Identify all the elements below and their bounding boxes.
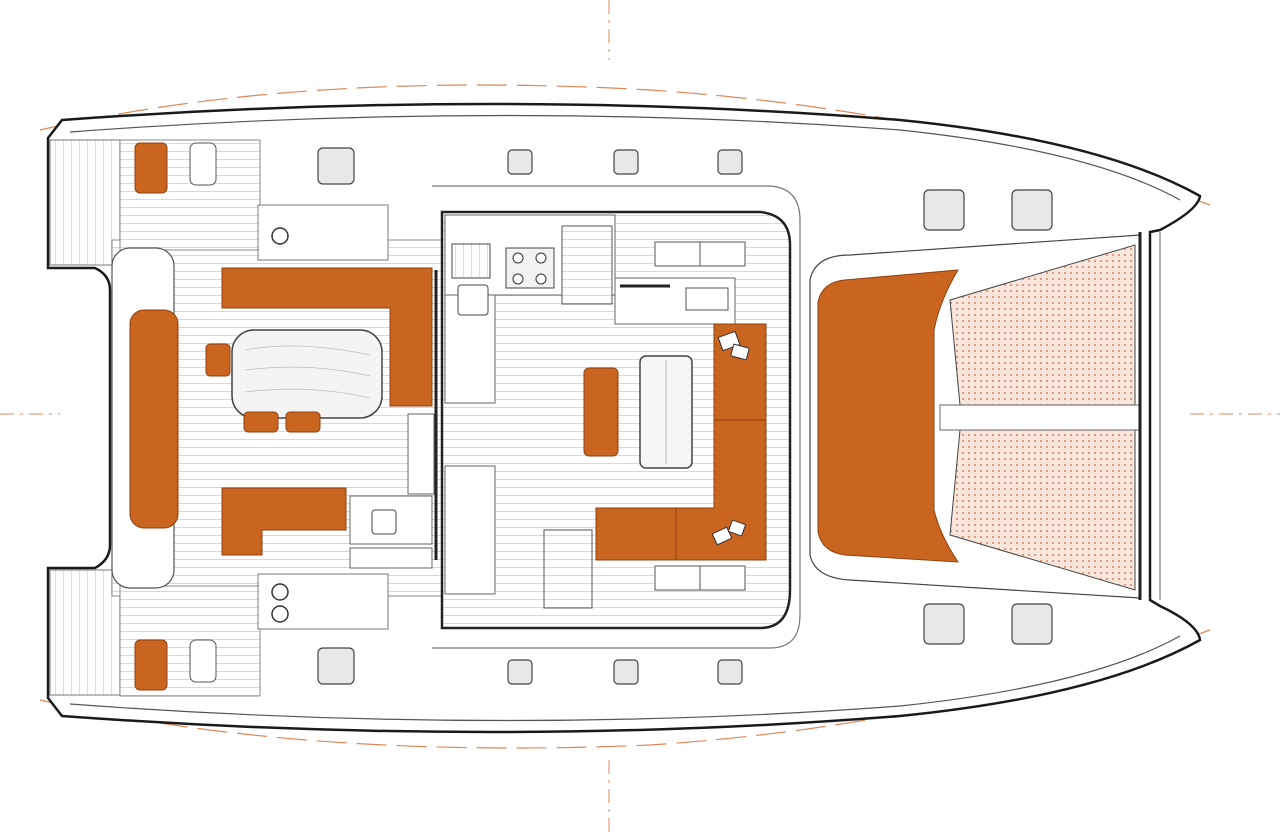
galley-sink bbox=[451, 243, 491, 279]
pillow-2 bbox=[730, 343, 750, 361]
saloon-door bbox=[407, 413, 435, 495]
winch-port-2 bbox=[271, 605, 289, 623]
cabin-roof-outline bbox=[432, 185, 801, 649]
helm-console-starboard bbox=[189, 142, 217, 186]
burner-icons bbox=[512, 252, 547, 285]
cockpit-stool-1 bbox=[205, 343, 231, 377]
saloon-sofa bbox=[595, 323, 767, 561]
cockpit-stool-3 bbox=[285, 411, 321, 433]
transom-step-starboard bbox=[49, 139, 121, 266]
cockpit-stool-2 bbox=[243, 411, 279, 433]
foredeck-sunbed bbox=[817, 269, 959, 563]
cockpit-table-grain bbox=[244, 345, 371, 399]
winch-starboard bbox=[271, 227, 289, 245]
deck-edge-inner-port bbox=[69, 635, 1181, 722]
deck-hatches bbox=[317, 147, 1053, 685]
helm-seat-port bbox=[134, 639, 168, 691]
saloon-lower-cabinet bbox=[444, 465, 496, 595]
nav-screen bbox=[685, 287, 729, 311]
transom-step-port bbox=[49, 569, 121, 696]
galley-cooktop bbox=[505, 247, 555, 289]
galley-sink-2 bbox=[457, 284, 489, 316]
cockpit-sofa-port bbox=[221, 487, 347, 556]
deck-edge-inner bbox=[69, 114, 1181, 201]
cockpit-sink-basin bbox=[371, 509, 397, 535]
helm-console-port bbox=[189, 639, 217, 683]
pillow-3 bbox=[711, 526, 733, 546]
helm-seat-starboard bbox=[134, 142, 168, 194]
saloon-stool bbox=[583, 367, 619, 457]
saloon-stairs-fwd bbox=[561, 225, 613, 305]
pillow-4 bbox=[727, 519, 747, 537]
cockpit-grill bbox=[349, 547, 433, 569]
winch-port bbox=[271, 583, 289, 601]
cockpit-sofa-starboard bbox=[221, 267, 433, 407]
aft-sunbed-cushion bbox=[129, 309, 179, 529]
saloon-stairs-aft bbox=[543, 529, 593, 609]
forward-crossbeam-centre bbox=[939, 404, 1141, 431]
